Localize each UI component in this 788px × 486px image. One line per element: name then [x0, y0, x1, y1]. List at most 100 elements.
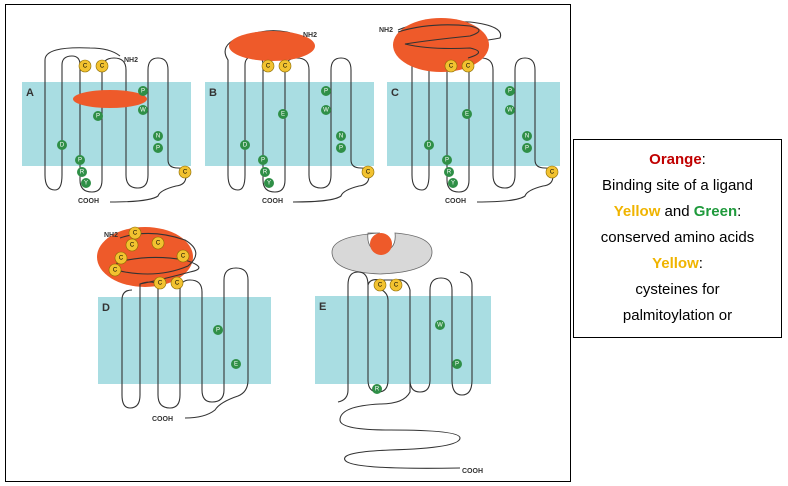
cysteine-d5: C	[108, 263, 122, 277]
svg-text:P: P	[445, 158, 449, 164]
membrane-e	[315, 296, 491, 384]
cysteine-d1: C	[128, 226, 142, 240]
svg-text:C: C	[119, 256, 124, 262]
svg-text:E: E	[234, 362, 238, 368]
conserved-a3: P	[93, 111, 103, 121]
svg-text:P: P	[96, 114, 100, 120]
legend-box: Orange: Binding site of a ligand Yellow …	[573, 139, 782, 338]
svg-text:Y: Y	[451, 181, 455, 187]
legend-and-word: and	[660, 203, 694, 220]
svg-text:C: C	[449, 64, 454, 70]
legend-orange-word: Orange	[649, 151, 702, 168]
cysteine-d3: C	[151, 236, 165, 250]
svg-text:W: W	[140, 108, 146, 114]
conserved-b5: P	[321, 86, 331, 96]
ligand-site-a	[73, 90, 147, 108]
conserved-e1: W	[435, 320, 445, 330]
legend-orange-desc: Binding site of a ligand	[602, 177, 753, 194]
svg-text:R: R	[263, 170, 268, 176]
legend-cys-desc: cysteines for	[635, 281, 720, 298]
conserved-b1: D	[240, 140, 250, 150]
svg-text:P: P	[455, 362, 459, 368]
svg-text:P: P	[216, 328, 220, 334]
cysteine-d4: C	[114, 251, 128, 265]
svg-text:P: P	[156, 146, 160, 152]
conserved-a1: D	[57, 140, 67, 150]
cysteine-d6: C	[176, 249, 190, 263]
conserved-a6: P	[138, 86, 148, 96]
svg-text:P: P	[508, 89, 512, 95]
legend-yellow-line: Yellow:	[574, 251, 781, 277]
conserved-c1: D	[424, 140, 434, 150]
svg-text:P: P	[141, 89, 145, 95]
svg-text:C: C	[83, 64, 88, 70]
conserved-c7: N	[522, 131, 532, 141]
cysteine-b1: C	[261, 59, 275, 73]
svg-text:D: D	[427, 143, 432, 149]
panel-e: E COOH C C W P R	[315, 232, 491, 475]
svg-text:C: C	[283, 64, 288, 70]
conserved-c6: W	[505, 105, 515, 115]
svg-text:P: P	[339, 146, 343, 152]
cysteine-c2: C	[461, 59, 475, 73]
cooh-c: COOH	[445, 198, 466, 205]
svg-text:Y: Y	[267, 181, 271, 187]
legend-yellow-green-line: Yellow and Green:	[574, 199, 781, 225]
svg-text:P: P	[324, 89, 328, 95]
conserved-c9: E	[462, 109, 472, 119]
membrane-b	[205, 82, 374, 166]
cooh-a: COOH	[78, 198, 99, 205]
conserved-c2: P	[442, 155, 452, 165]
panel-a-label: A	[26, 87, 34, 99]
conserved-b9: E	[278, 109, 288, 119]
panel-d: D NH2 COOH C C C C C C C C P E	[97, 226, 271, 423]
panel-a: A NH2 COOH C C C D P P R Y P W N P	[22, 47, 192, 205]
svg-text:C: C	[175, 281, 180, 287]
conserved-b7: N	[336, 131, 346, 141]
cysteine-e1: C	[373, 278, 387, 292]
panel-c: C NH2 COOH C C C D P R Y P W N P E	[379, 18, 560, 205]
cooh-d: COOH	[152, 416, 173, 423]
svg-text:N: N	[156, 134, 160, 140]
cooh-b: COOH	[262, 198, 283, 205]
conserved-e2: P	[452, 359, 462, 369]
cysteine-d8: C	[170, 276, 184, 290]
svg-text:R: R	[447, 170, 452, 176]
svg-text:P: P	[525, 146, 529, 152]
svg-text:C: C	[181, 254, 186, 260]
svg-text:D: D	[243, 143, 248, 149]
conserved-a2: P	[75, 155, 85, 165]
cysteine-d7: C	[153, 276, 167, 290]
svg-text:N: N	[525, 134, 529, 140]
conserved-d1: P	[213, 325, 223, 335]
svg-text:C: C	[550, 170, 555, 176]
legend-conserved-desc: conserved amino acids	[600, 229, 755, 246]
legend-yellow-colon: :	[698, 255, 703, 272]
legend-yellow-word: Yellow	[613, 203, 661, 220]
conserved-e3: R	[372, 384, 382, 394]
conserved-a9: P	[153, 143, 163, 153]
conserved-b2: P	[258, 155, 268, 165]
legend-yellow-word-2: Yellow	[652, 255, 699, 272]
svg-text:C: C	[158, 281, 163, 287]
membrane-c	[387, 82, 560, 166]
cysteine-a3: C	[178, 165, 192, 179]
conserved-a8: N	[153, 131, 163, 141]
cysteine-a1: C	[78, 59, 92, 73]
conserved-c5: P	[505, 86, 515, 96]
legend-orange-colon: :	[701, 151, 706, 168]
cysteine-d2: C	[125, 238, 139, 252]
legend-orange-line: Orange:	[574, 147, 781, 173]
conserved-a5: Y	[81, 178, 91, 188]
legend-green-word: Green	[693, 203, 738, 220]
membrane-d	[98, 297, 271, 384]
svg-text:C: C	[100, 64, 105, 70]
n-terminus-loop-c	[397, 24, 480, 59]
cysteine-c1: C	[444, 59, 458, 73]
conserved-b8: P	[336, 143, 346, 153]
conserved-b3: R	[260, 167, 270, 177]
conserved-b6: W	[321, 105, 331, 115]
legend-green-colon: :	[737, 203, 742, 220]
cysteine-e2: C	[389, 278, 403, 292]
